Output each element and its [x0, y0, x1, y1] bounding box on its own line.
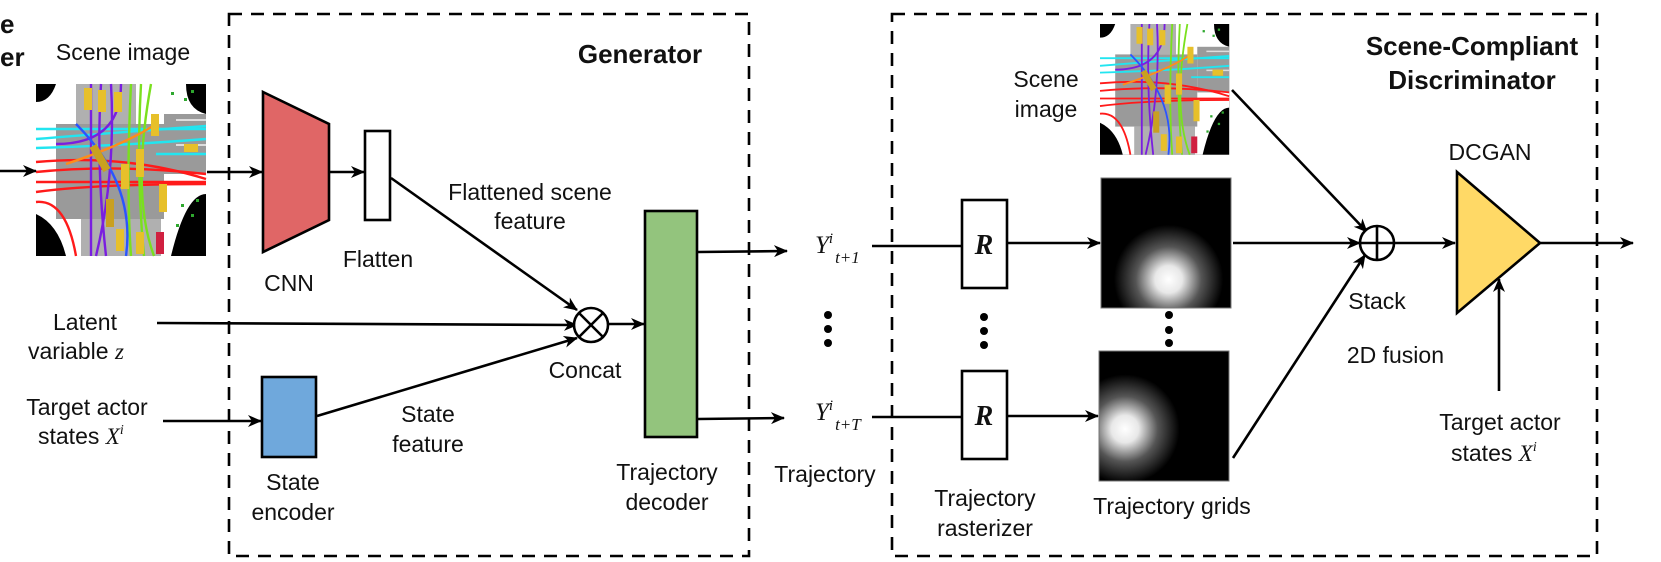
arrow-state-feature-to-concat: [316, 335, 578, 418]
cut-label-line2: er: [0, 42, 25, 72]
dcgan-label: DCGAN: [1448, 139, 1531, 165]
discriminator-box: [890, 12, 1599, 558]
state-encoder-line2: encoder: [251, 499, 334, 525]
arrow-flatten-to-concat: [390, 176, 578, 312]
arrow-decoder-to-yT: [697, 412, 785, 425]
trajectory-decoder-block: [643, 209, 699, 439]
decoder-line2: decoder: [625, 489, 708, 515]
discriminator-title-line2: Discriminator: [1388, 65, 1556, 95]
stack-node: [1358, 224, 1396, 262]
y-first-symbol: Yit+1: [815, 231, 860, 267]
flatten-block: [363, 129, 392, 222]
scene-image-label: Scene image: [56, 39, 190, 65]
y-last-symbol: Yit+T: [815, 398, 862, 434]
trajectory-grid-1: [1100, 177, 1232, 309]
state-encoder-block: [260, 375, 318, 459]
scene-image: [34, 82, 208, 258]
ellipsis-rasterizer: [980, 313, 988, 349]
disc-target-line2: states Xi: [1451, 440, 1537, 466]
rasterizer-line1: Trajectory: [934, 485, 1036, 511]
state-feature-line2: feature: [392, 431, 464, 457]
disc-scene-image: [1099, 23, 1231, 156]
arrow-scene-to-stack: [1231, 89, 1368, 233]
rasterizer-symbol-1: R: [974, 230, 994, 261]
generator-box: [227, 12, 751, 558]
cut-label-line1: e: [0, 9, 14, 39]
stack-label: Stack: [1348, 288, 1406, 314]
target-states-line2: states Xi: [38, 423, 124, 449]
trajectory-label: Trajectory: [774, 461, 876, 487]
latent-line2: variable z: [28, 338, 124, 364]
grids-label: Trajectory grids: [1093, 493, 1251, 519]
disc-scene-line1: Scene: [1013, 66, 1078, 92]
rasterizer-symbol-2: R: [974, 401, 994, 432]
decoder-line1: Trajectory: [616, 459, 718, 485]
fusion-label: 2D fusion: [1347, 342, 1444, 368]
generator-title: Generator: [578, 39, 702, 69]
flattened-feature-line1: Flattened scene: [448, 179, 612, 205]
flattened-feature-line2: feature: [494, 208, 566, 234]
arrow-grid2-to-stack: [1231, 254, 1367, 459]
discriminator-title-line1: Scene-Compliant: [1366, 31, 1579, 61]
concat-label: Concat: [549, 357, 622, 383]
disc-scene-line2: image: [1015, 96, 1078, 122]
disc-target-line1: Target actor: [1439, 409, 1561, 435]
ellipsis-trajectory: [824, 311, 832, 347]
ellipsis-grids: [1165, 311, 1173, 347]
cnn-label: CNN: [264, 270, 314, 296]
state-feature-line1: State: [401, 401, 455, 427]
concat-node: [572, 306, 610, 344]
arrow-decoder-to-y1: [697, 245, 788, 258]
target-states-line1: Target actor: [26, 394, 148, 420]
cnn-block: [261, 89, 331, 255]
latent-line1: Latent: [53, 309, 118, 335]
trajectory-grid-2: [1098, 350, 1230, 482]
state-encoder-line1: State: [266, 469, 320, 495]
rasterizer-block-2: [960, 369, 1009, 461]
rasterizer-line2: rasterizer: [937, 515, 1033, 541]
arrow-latent-to-concat: [156, 318, 578, 331]
flatten-label: Flatten: [343, 246, 413, 272]
